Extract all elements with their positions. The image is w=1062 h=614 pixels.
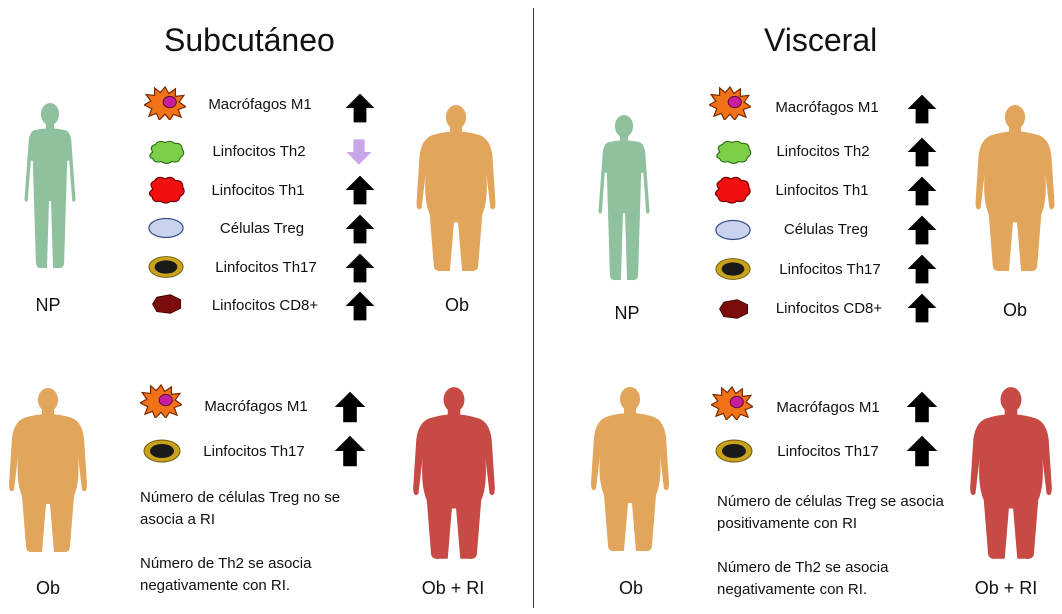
note-th2-visceral: Número de Th2 se asocia negativamente co… — [717, 559, 889, 598]
arrow-up-icon — [906, 391, 938, 423]
th17-cell-icon — [148, 256, 184, 278]
macrophage-icon — [144, 86, 186, 120]
cell-label: Linfocitos Th2 — [776, 143, 870, 160]
macrophage-icon — [711, 386, 753, 420]
th17-cell-icon — [715, 258, 751, 280]
cell-label: Linfocitos Th2 — [212, 143, 306, 160]
cell-label: Linfocitos CD8+ — [775, 300, 883, 317]
arrow-up-icon — [345, 291, 375, 321]
cell-label: Linfocitos Th1 — [211, 182, 305, 199]
normal-weight-figure-icon — [24, 103, 76, 269]
arrow-up-icon — [907, 254, 937, 284]
cell-label: Linfocitos Th17 — [203, 443, 305, 460]
panel-title-subcutaneo: Subcutáneo — [164, 22, 335, 58]
arrow-up-icon — [334, 435, 366, 467]
arrow-up-icon — [907, 215, 937, 245]
arrow-up-icon — [345, 175, 375, 205]
obese-figure-icon — [591, 387, 669, 552]
figure-label-ob-ri: Ob + RI — [421, 578, 485, 598]
obese-figure-icon — [975, 105, 1055, 272]
figure-label-np: NP — [614, 303, 640, 323]
note-treg-visceral: Número de células Treg se asocia positiv… — [717, 493, 944, 532]
th2-cell-icon — [716, 140, 752, 164]
normal-weight-figure-icon — [598, 115, 650, 281]
cell-label: Macrófagos M1 — [775, 99, 879, 116]
cell-label: Macrófagos M1 — [204, 398, 308, 415]
arrow-up-icon — [907, 137, 937, 167]
arrow-up-icon — [345, 93, 375, 123]
treg-cell-icon — [715, 219, 751, 241]
arrow-up-icon — [907, 293, 937, 323]
figure-label-ob: Ob — [35, 578, 61, 598]
cell-label: Linfocitos Th17 — [215, 259, 317, 276]
arrow-up-icon — [906, 435, 938, 467]
th2-cell-icon — [149, 140, 185, 164]
figure-label-np: NP — [35, 295, 61, 315]
arrow-down-icon — [346, 139, 372, 165]
macrophage-icon — [140, 384, 182, 418]
obese-figure-icon — [416, 105, 496, 272]
cell-label: Linfocitos Th17 — [777, 443, 879, 460]
cell-label: Células Treg — [219, 220, 305, 237]
arrow-up-icon — [334, 391, 366, 423]
arrow-up-icon — [907, 94, 937, 124]
obese-figure-icon — [9, 388, 87, 553]
cell-label: Macrófagos M1 — [208, 96, 312, 113]
cd8-cell-icon — [719, 299, 749, 319]
treg-cell-icon — [148, 217, 184, 239]
obese-insulin-resistant-figure-icon — [970, 387, 1052, 559]
figure-label-ob: Ob — [444, 295, 470, 315]
cd8-cell-icon — [152, 294, 182, 314]
macrophage-icon — [709, 86, 751, 120]
th1-cell-icon — [714, 176, 751, 204]
note-treg-subcutaneo: Número de células Treg no se asocia a RI — [140, 489, 341, 528]
obese-insulin-resistant-figure-icon — [413, 387, 495, 559]
figure-label-ob: Ob — [618, 578, 644, 598]
arrow-up-icon — [345, 253, 375, 283]
panel-divider — [533, 8, 534, 608]
panel-title-visceral: Visceral — [764, 22, 878, 58]
th17-cell-icon — [143, 439, 181, 463]
cell-label: Linfocitos CD8+ — [211, 297, 319, 314]
arrow-up-icon — [345, 214, 375, 244]
cell-label: Linfocitos Th17 — [779, 261, 881, 278]
cell-label: Linfocitos Th1 — [775, 182, 869, 199]
cell-label: Macrófagos M1 — [776, 399, 880, 416]
figure-label-ob-ri: Ob + RI — [974, 578, 1038, 598]
note-th2-subcutaneo: Número de Th2 se asocia negativamente co… — [140, 555, 312, 594]
arrow-up-icon — [907, 176, 937, 206]
cell-label: Células Treg — [783, 221, 869, 238]
th17-cell-icon — [715, 439, 753, 463]
th1-cell-icon — [148, 176, 185, 204]
figure-label-ob: Ob — [1002, 300, 1028, 320]
